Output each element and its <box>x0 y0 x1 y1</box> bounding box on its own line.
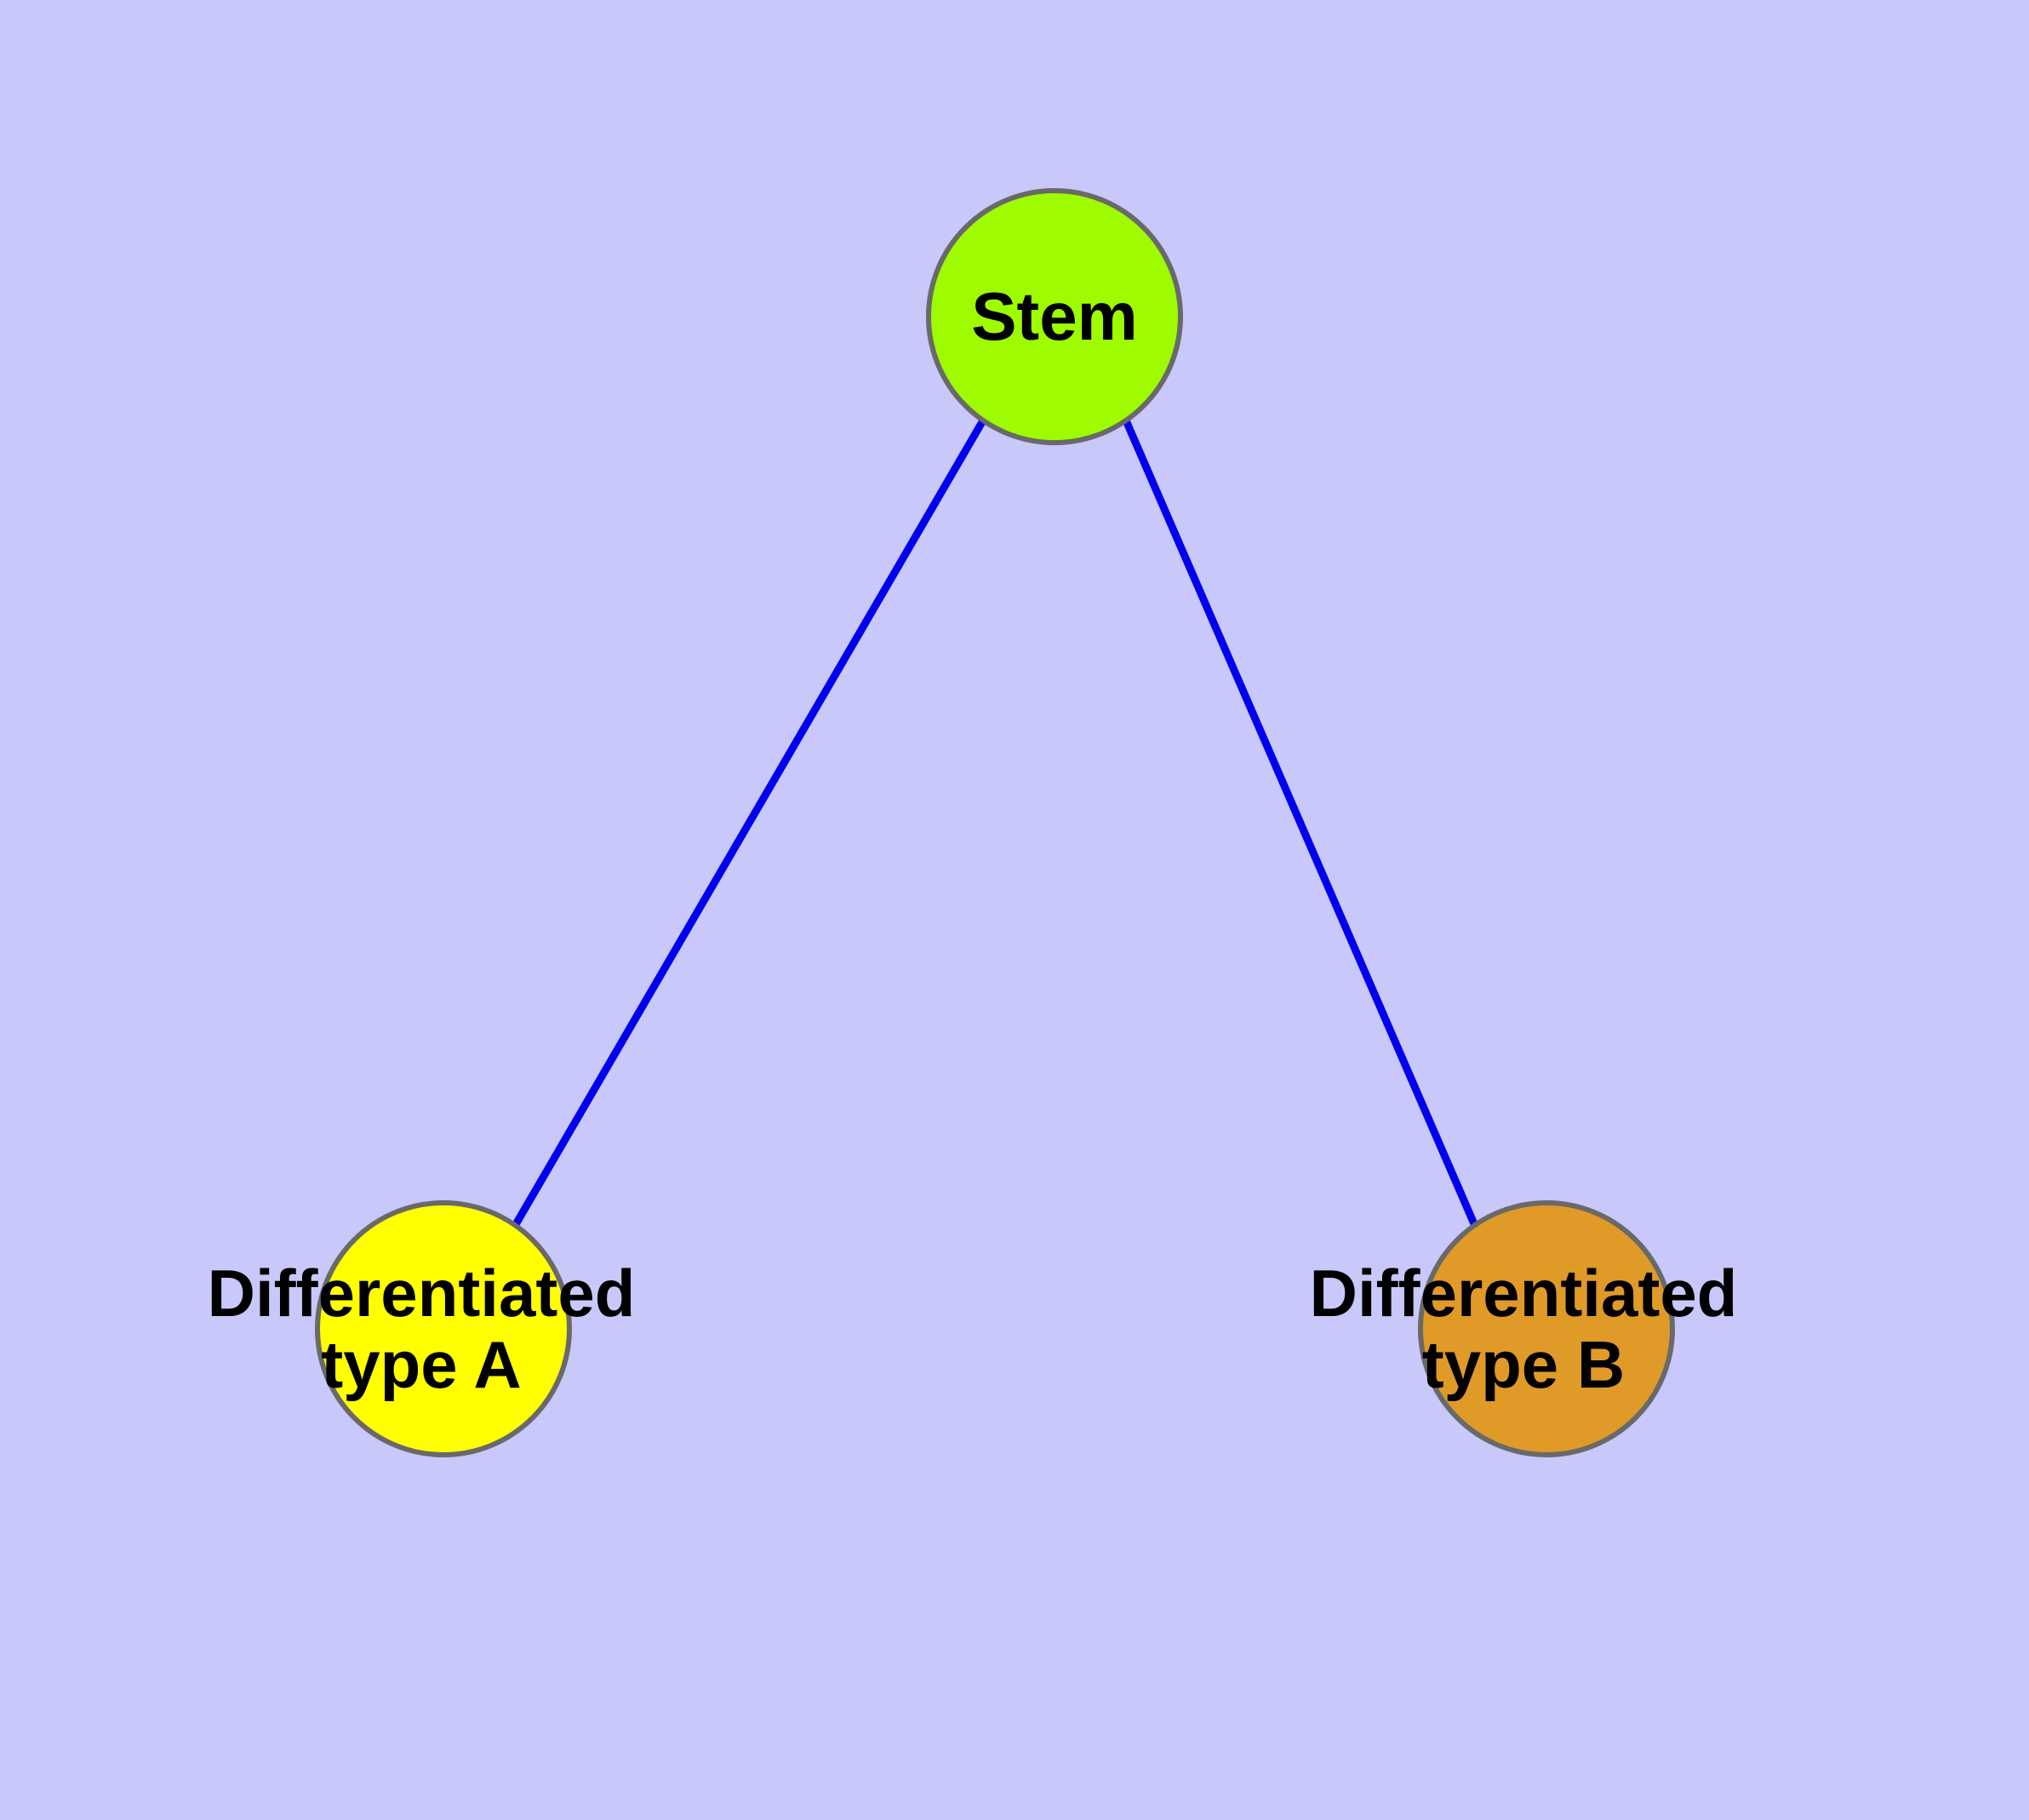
graph-node-stem[interactable] <box>926 188 1183 445</box>
nodes-group <box>315 188 1675 1457</box>
graph-node-diff-a[interactable] <box>315 1200 572 1457</box>
graph-edge-stem-to-diff-b <box>1122 419 1479 1228</box>
edges-group <box>512 418 1479 1228</box>
graph-edge-stem-to-diff-a <box>512 418 986 1228</box>
graph-node-diff-b[interactable] <box>1418 1200 1675 1457</box>
